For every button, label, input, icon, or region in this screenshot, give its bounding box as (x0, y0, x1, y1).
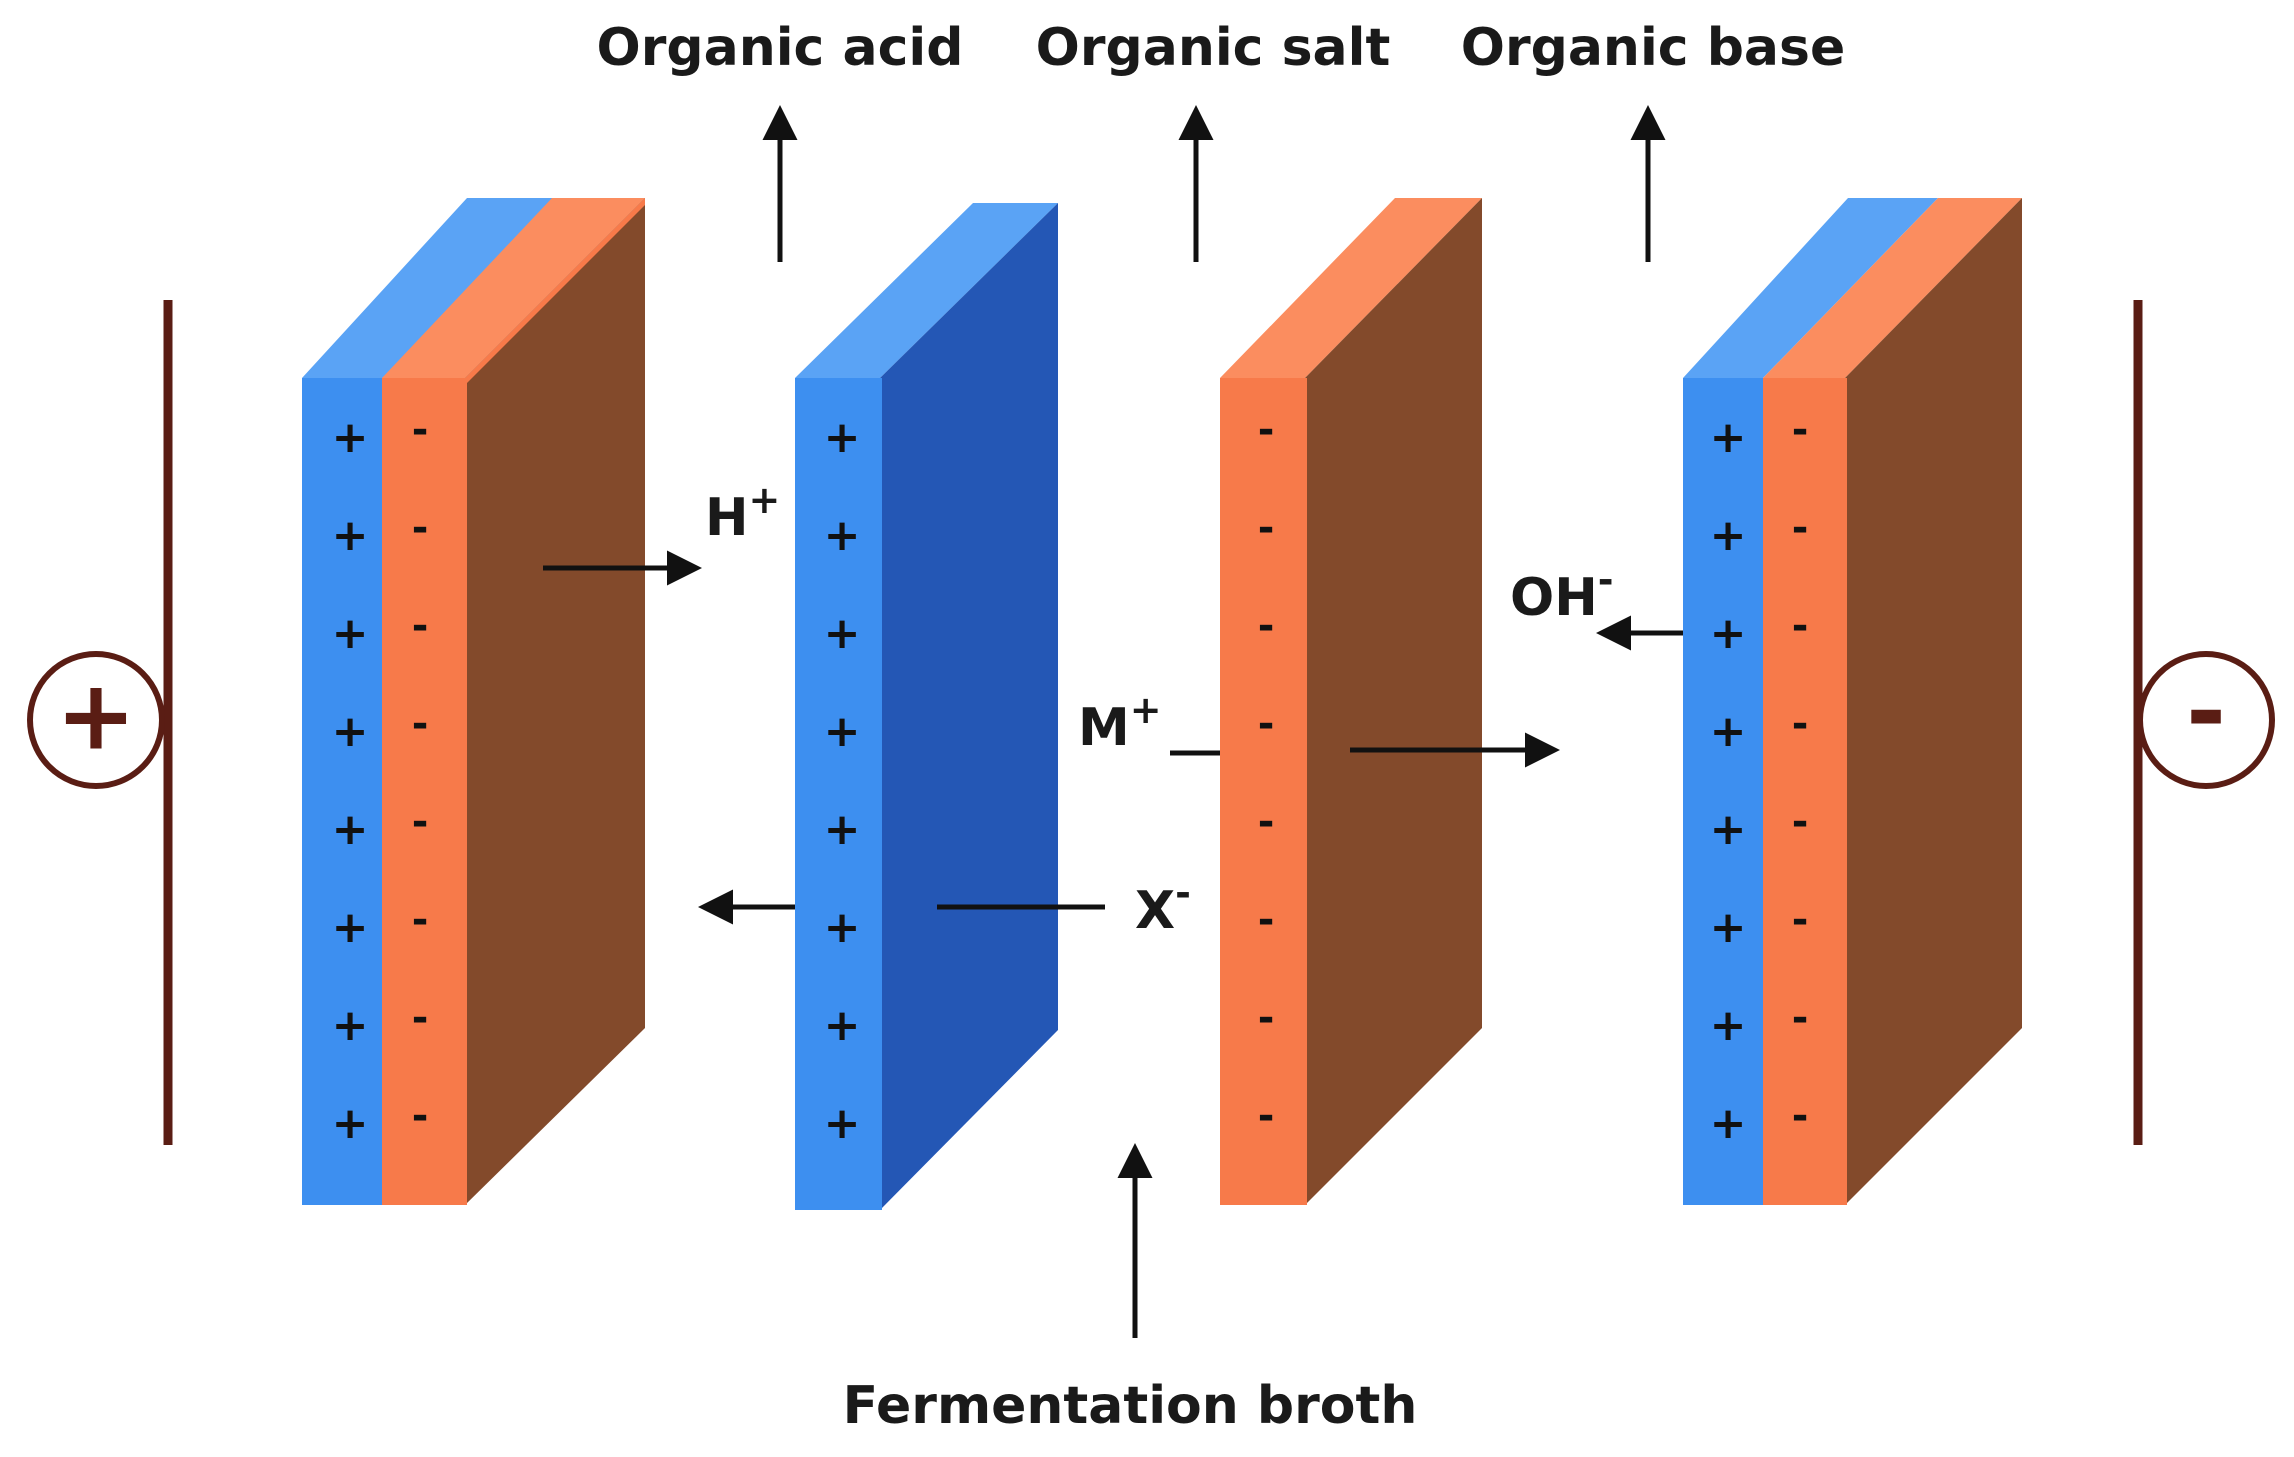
organic-base-label: Organic base (1461, 18, 1845, 78)
minus-charge: - (1792, 407, 1809, 453)
plus-charge: + (332, 706, 369, 757)
plus-charge: + (1710, 706, 1747, 757)
plus-charge: + (824, 510, 861, 561)
plus-charge: + (1710, 1000, 1747, 1051)
m-ion-label: M+ (1078, 688, 1162, 758)
fermentation-broth-label: Fermentation broth (843, 1376, 1418, 1436)
cation-exchange-membrane (795, 203, 1058, 1210)
anode-sign: + (56, 659, 136, 771)
minus-charge: - (412, 995, 429, 1041)
plus-charge: + (332, 412, 369, 463)
h-ion-label: H+ (705, 478, 780, 548)
bipolar-membrane-left (302, 198, 645, 1205)
minus-charge: - (412, 1093, 429, 1139)
plus-charge: + (824, 804, 861, 855)
plus-charge: + (824, 1000, 861, 1051)
minus-charge: - (1792, 603, 1809, 649)
minus-charge: - (1792, 505, 1809, 551)
minus-charge: - (412, 603, 429, 649)
plus-charge: + (332, 510, 369, 561)
minus-charge: - (1792, 799, 1809, 845)
organic-salt-label: Organic salt (1036, 18, 1391, 78)
oh-ion-label: OH- (1510, 558, 1614, 628)
organic-acid-label: Organic acid (597, 18, 964, 78)
cathode-circle (2137, 651, 2275, 789)
cathode-sign: - (2186, 655, 2226, 767)
minus-charge: - (1258, 603, 1275, 649)
plus-charge: + (332, 902, 369, 953)
minus-charge: - (1792, 995, 1809, 1041)
minus-charge: - (1258, 995, 1275, 1041)
anion-exchange-membrane (1220, 198, 1482, 1205)
minus-charge: - (1258, 799, 1275, 845)
minus-charge: - (412, 407, 429, 453)
plus-charge: + (332, 1000, 369, 1051)
minus-charge: - (1792, 701, 1809, 747)
minus-charge: - (1258, 1093, 1275, 1139)
membrane-charges: ++++++++--------++++++++--------++++++++… (332, 407, 1809, 1149)
minus-charge: - (1258, 897, 1275, 943)
plus-charge: + (1710, 608, 1747, 659)
plus-charge: + (824, 902, 861, 953)
x-ion-label: X- (1135, 871, 1191, 941)
minus-charge: - (1258, 505, 1275, 551)
minus-charge: - (412, 799, 429, 845)
cathode-electrode: - (2133, 300, 2275, 1145)
minus-charge: - (1792, 1093, 1809, 1139)
minus-charge: - (1792, 897, 1809, 943)
plus-charge: + (1710, 412, 1747, 463)
minus-charge: - (1258, 407, 1275, 453)
plus-charge: + (1710, 1098, 1747, 1149)
bipolar-membrane-right (1683, 198, 2022, 1205)
anode-circle (27, 651, 165, 789)
plus-charge: + (824, 412, 861, 463)
plus-charge: + (1710, 804, 1747, 855)
minus-charge: - (412, 701, 429, 747)
plus-charge: + (332, 1098, 369, 1149)
plus-charge: + (332, 608, 369, 659)
anode-electrode: + (27, 300, 173, 1145)
plus-charge: + (824, 608, 861, 659)
plus-charge: + (332, 804, 369, 855)
minus-charge: - (1258, 701, 1275, 747)
plus-charge: + (1710, 902, 1747, 953)
minus-charge: - (412, 897, 429, 943)
plus-charge: + (824, 706, 861, 757)
plus-charge: + (1710, 510, 1747, 561)
plus-charge: + (824, 1098, 861, 1149)
minus-charge: - (412, 505, 429, 551)
